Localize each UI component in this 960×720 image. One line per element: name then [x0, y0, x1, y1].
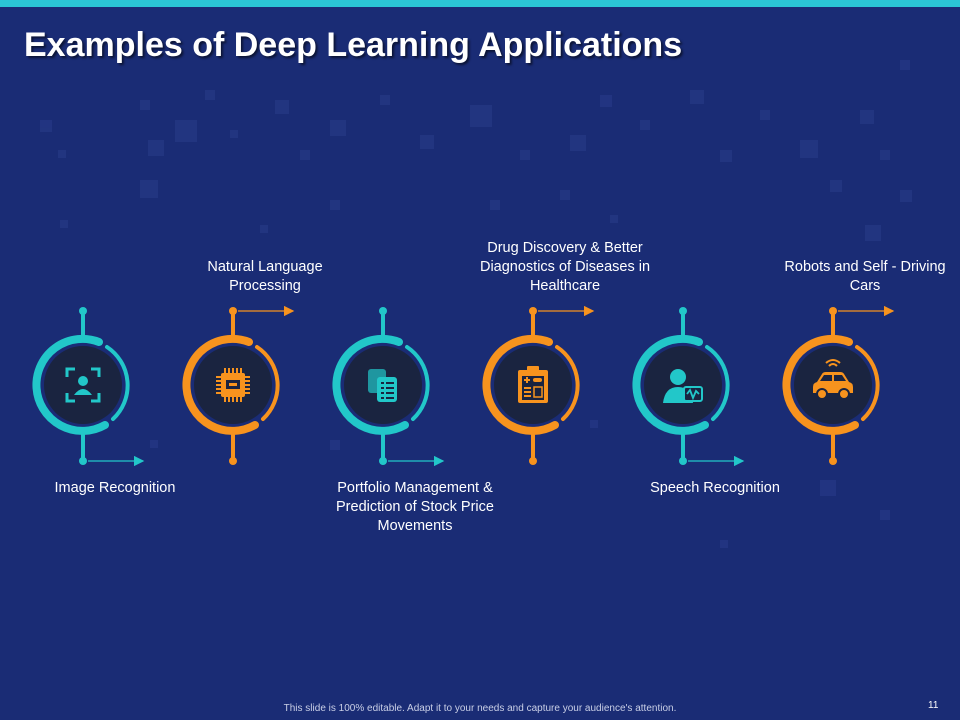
connector-dot [829, 457, 837, 465]
connector-dot [79, 457, 87, 465]
application-label: Portfolio Management & Prediction of Sto… [336, 480, 494, 534]
footer-note: This slide is 100% editable. Adapt it to… [283, 703, 677, 714]
node-ring [182, 334, 259, 435]
node-ring-accent [705, 345, 730, 421]
node-ring [32, 334, 109, 435]
node-ring [782, 334, 859, 435]
node-ring [332, 334, 409, 435]
application-node [482, 305, 595, 465]
node-ring-accent [405, 345, 430, 421]
connector-dot [529, 457, 537, 465]
node-ring-accent [555, 345, 580, 421]
node-circle [644, 346, 722, 424]
application-label: Speech Recognition [650, 480, 780, 496]
node-ring-accent [105, 345, 130, 421]
node-ring-accent [255, 345, 280, 421]
application-node [632, 307, 745, 467]
connector-dot [379, 457, 387, 465]
page-number: 11 [928, 700, 939, 711]
application-node [332, 307, 445, 467]
clipboard-icon [518, 366, 548, 403]
application-node [32, 307, 145, 467]
connector-dot [79, 307, 87, 315]
application-node [182, 305, 295, 465]
application-node [782, 305, 895, 465]
voice-recognition-icon [663, 369, 703, 403]
connector-dot [679, 307, 687, 315]
connector-dot [829, 307, 837, 315]
documents-icon [368, 369, 397, 402]
connector-dot [379, 307, 387, 315]
application-label: Image Recognition [54, 480, 176, 496]
node-ring-accent [855, 345, 880, 421]
connected-car-icon [813, 359, 853, 400]
connector-dot [229, 457, 237, 465]
slide-title: Examples of Deep Learning Applications [24, 26, 683, 64]
node-ring [482, 334, 559, 435]
chip-icon [216, 368, 250, 402]
face-recognition-icon [65, 367, 101, 403]
application-label: Robots and Self - Driving Cars [784, 259, 946, 294]
connector-dot [679, 457, 687, 465]
connector-dot [529, 307, 537, 315]
application-label: Drug Discovery & Better Diagnostics of D… [479, 240, 651, 294]
application-label: Natural Language Processing [207, 259, 323, 294]
top-accent-bar [0, 0, 960, 7]
connector-dot [229, 307, 237, 315]
node-ring [632, 334, 709, 435]
